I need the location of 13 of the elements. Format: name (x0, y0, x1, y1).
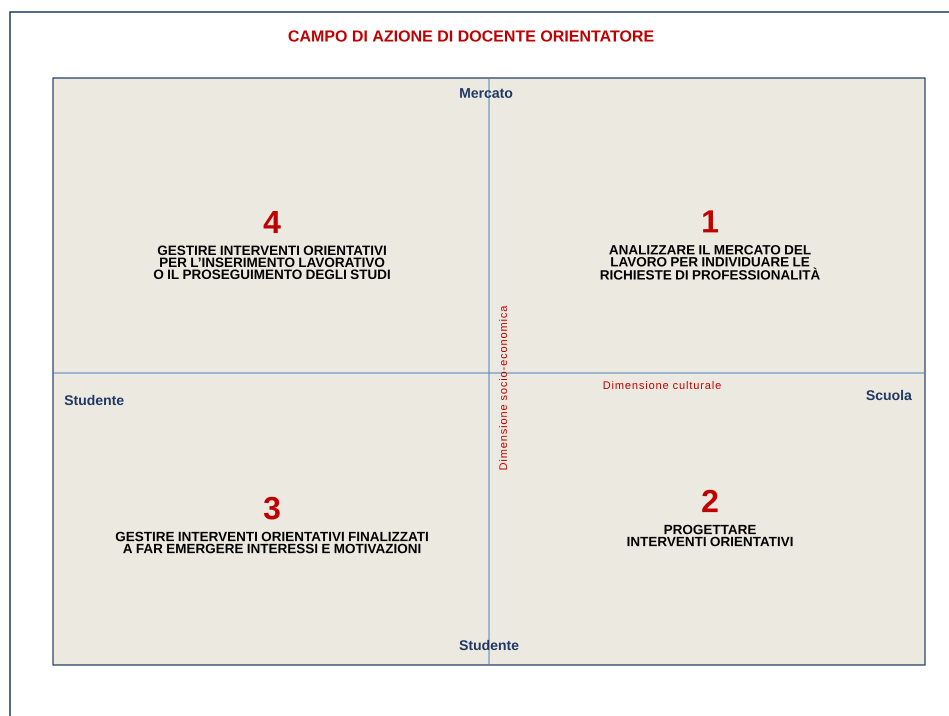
node-label: GESTIRE INTERVENTI ORIENTATIVI PER L’INSERIMENTO LAVORATIVO O IL PROSEGUIMENTO DEGLI STUDI (154, 246, 390, 280)
node-label: 4 (264, 210, 281, 233)
axis-label: Studente (64, 394, 124, 406)
node-label: GESTIRE INTERVENTI ORIENTATIVI FINALIZZATI A FAR EMERGERE INTERESSI E MOTIVAZIONI (116, 532, 428, 554)
axis-title: Dimensione socio-economica (498, 306, 508, 470)
node-label: 3 (264, 496, 280, 520)
node-label: ANALIZZARE IL MERCATO DEL LAVORO PER INDIVIDUARE LE RICHIESTE DI PROFESSIONALITÀ (600, 244, 820, 280)
axis-title: Dimensione culturale (604, 380, 721, 390)
title: CAMPO DI AZIONE DI DOCENTE ORIENTATORE (288, 30, 654, 42)
node-label: PROGETTARE INTERVENTI ORIENTATIVI (627, 524, 793, 546)
node-label: 1 (703, 210, 718, 232)
axis-label: Scuola (866, 390, 912, 400)
node-label: 2 (702, 490, 718, 512)
